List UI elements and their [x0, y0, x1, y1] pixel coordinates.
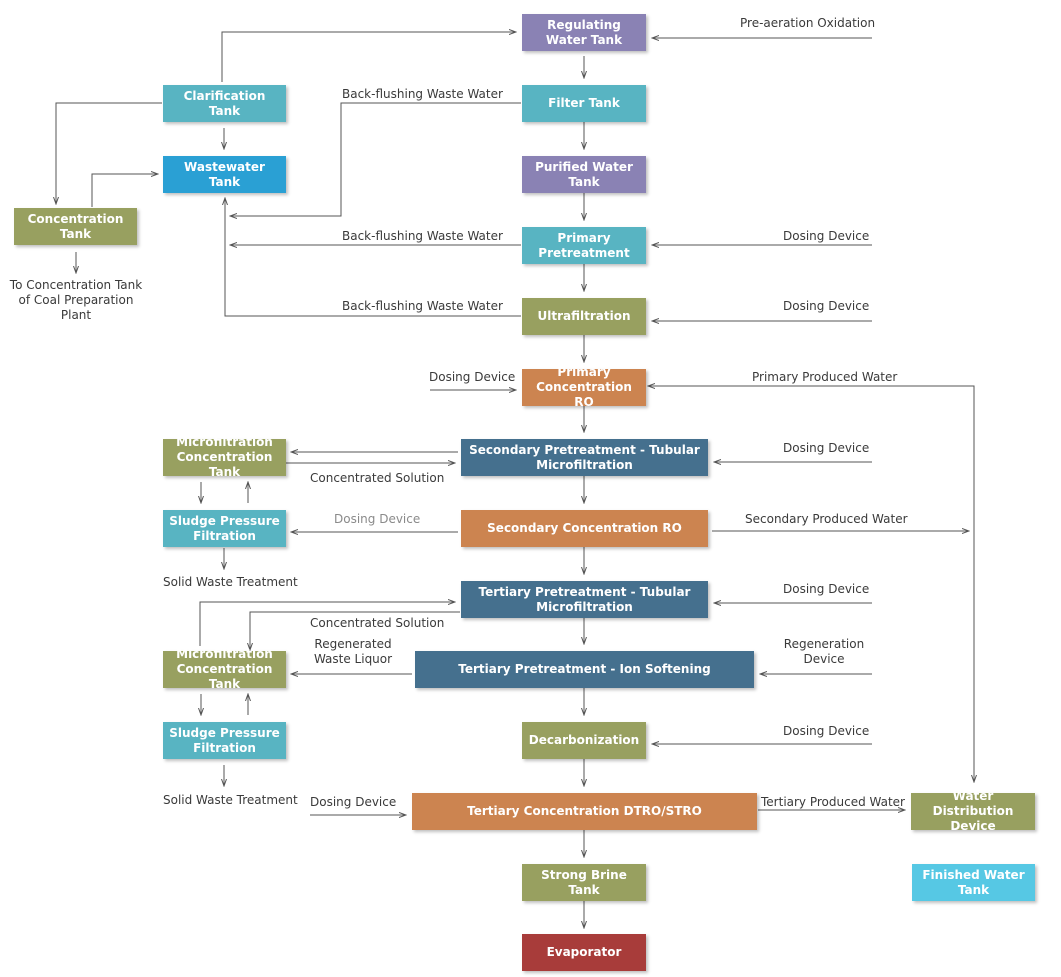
back-flushing-label-1: Back-flushing Waste Water [342, 87, 503, 101]
dosing-device-label-5: Dosing Device [334, 512, 421, 526]
tertiary-pretreatment-ion-box[interactable]: Tertiary Pretreatment - Ion Softening [415, 651, 754, 688]
concentrated-solution-label-2: Concentrated Solution [310, 616, 445, 630]
arrow-backflush-filter [230, 102, 521, 216]
dosing-device-label-4: Dosing Device [783, 441, 870, 455]
secondary-produced-water-label: Secondary Produced Water [745, 512, 908, 526]
arrow-microfiltration-2-to-tertiary-tubular [199, 602, 455, 646]
secondary-pretreatment-box[interactable]: Secondary Pretreatment - Tubular Microfi… [461, 439, 708, 476]
primary-concentration-ro-box[interactable]: Primary Concentration RO [522, 365, 646, 409]
purified-water-tank-box[interactable]: Purified Water Tank [522, 156, 646, 193]
to-concentration-tank-label: To Concentration Tank of Coal Preparatio… [9, 278, 143, 322]
dosing-device-label-8: Dosing Device [310, 795, 397, 809]
ultrafiltration-box[interactable]: Ultrafiltration [522, 298, 646, 335]
microfiltration-tank-2-box[interactable]: Microfiltration Concentration Tank [163, 647, 286, 691]
sludge-filtration-1-box[interactable]: Sludge Pressure Filtration [163, 510, 286, 547]
dosing-device-label-2: Dosing Device [783, 299, 870, 313]
strong-brine-tank-box[interactable]: Strong Brine Tank [522, 864, 646, 901]
solid-waste-treatment-label-2: Solid Waste Treatment [163, 793, 298, 807]
regeneration-device-label: Regeneration Device [783, 637, 865, 666]
pre-aeration-oxidation-label: Pre-aeration Oxidation [740, 16, 876, 30]
arrow-primary-produced-water [648, 386, 975, 388]
regulating-water-tank-box[interactable]: Regulating Water Tank [522, 14, 646, 51]
primary-produced-water-label: Primary Produced Water [752, 370, 898, 384]
regenerated-waste-liquor-label: Regenerated Waste Liquor [313, 637, 393, 666]
clarification-tank-box[interactable]: Clarification Tank [163, 85, 286, 122]
arrow-clarification-to-regulating [221, 32, 516, 82]
tertiary-produced-water-label: Tertiary Produced Water [761, 795, 905, 809]
dosing-device-label-6: Dosing Device [783, 582, 870, 596]
finished-water-tank-box[interactable]: Finished Water Tank [912, 864, 1035, 901]
microfiltration-tank-1-box[interactable]: Microfiltration Concentration Tank [163, 435, 286, 479]
wastewater-tank-box[interactable]: Wastewater Tank [163, 156, 286, 193]
arrow-clarification-to-concentration [56, 102, 162, 204]
evaporator-box[interactable]: Evaporator [522, 934, 646, 971]
filter-tank-box[interactable]: Filter Tank [522, 85, 646, 122]
dosing-device-label-1: Dosing Device [783, 229, 870, 243]
secondary-concentration-ro-box[interactable]: Secondary Concentration RO [461, 510, 708, 547]
arrow-tertiary-tubular-to-microfiltration-2 [250, 611, 460, 650]
concentrated-solution-label-1: Concentrated Solution [310, 471, 445, 485]
back-flushing-label-2: Back-flushing Waste Water [342, 229, 503, 243]
solid-waste-treatment-label-1: Solid Waste Treatment [163, 575, 298, 589]
water-distribution-device-box[interactable]: Water Distribution Device [911, 789, 1035, 833]
concentration-tank-box[interactable]: Concentration Tank [14, 208, 137, 245]
sludge-filtration-2-box[interactable]: Sludge Pressure Filtration [163, 722, 286, 759]
tertiary-pretreatment-tubular-box[interactable]: Tertiary Pretreatment - Tubular Microfil… [461, 581, 708, 618]
tertiary-concentration-box[interactable]: Tertiary Concentration DTRO/STRO [412, 793, 757, 830]
dosing-device-label-7: Dosing Device [783, 724, 870, 738]
arrow-backflush-ultrafiltration [225, 198, 521, 317]
primary-pretreatment-box[interactable]: Primary Pretreatment [522, 227, 646, 264]
back-flushing-label-3: Back-flushing Waste Water [342, 299, 503, 313]
decarbonization-box[interactable]: Decarbonization [522, 722, 646, 759]
dosing-device-label-3: Dosing Device [429, 370, 516, 384]
arrow-concentration-to-wastewater [91, 174, 158, 207]
